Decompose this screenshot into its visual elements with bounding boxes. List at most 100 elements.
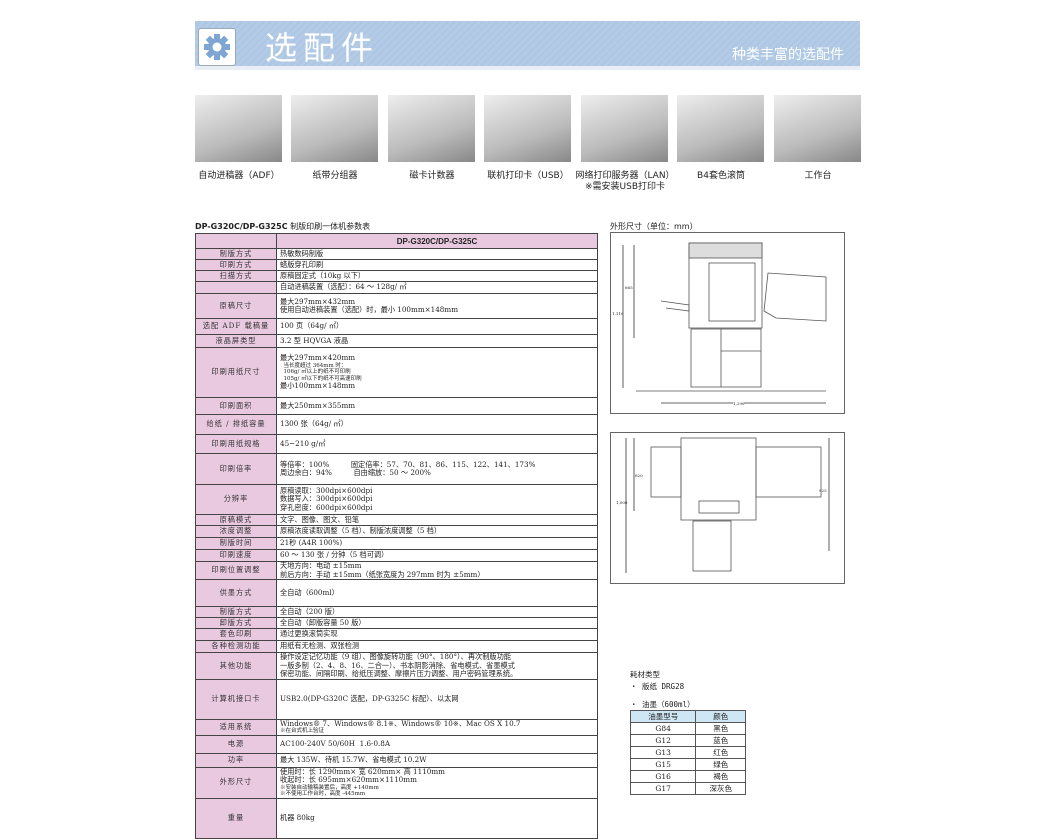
- spec-value-line: 最大250mm×355mm: [280, 400, 356, 410]
- spec-value-line: 当长度超过 364mm 时：: [280, 362, 347, 369]
- spec-value: 机器 80kg: [276, 797, 598, 839]
- ink-color: 黑色: [695, 722, 746, 735]
- accessory-image: [388, 95, 475, 162]
- spec-value: 热敏数码制版: [276, 248, 598, 260]
- spec-label: 电源: [195, 734, 277, 754]
- spec-value: 蜡版穿孔印刷: [276, 259, 598, 271]
- consumables-title: 耗材类型: [630, 670, 660, 679]
- spec-label: 功率: [195, 752, 277, 768]
- spec-value-line: 原稿浓度读取调整（5 档）、制版浓度调整（5 档）: [280, 526, 442, 536]
- spec-label: 分辨率: [195, 484, 277, 515]
- spec-row: 供墨方式全自动（600ml）: [195, 579, 598, 607]
- spec-value-line: 原稿读取：300dpi×600dpi: [280, 485, 373, 495]
- spec-value-line: 106g/ ㎡以上的纸不可印刷: [280, 369, 351, 376]
- spec-value-line: 机器 80kg: [280, 812, 315, 822]
- spec-label: 原稿模式: [195, 514, 277, 526]
- spec-label: 适用系统: [195, 718, 277, 736]
- spec-value-line: 1300 张（64g/ ㎡）: [280, 419, 348, 429]
- spec-value-line: 文字、图像、图文、铅笔: [280, 514, 360, 524]
- ink-color: 红色: [695, 746, 746, 759]
- spec-value-line: 穿孔密度：600dpi×600dpi: [280, 502, 373, 512]
- spec-value: 最大297mm×420mm 当长度超过 364mm 时： 106g/ ㎡以上的纸…: [276, 347, 598, 398]
- ink-model: G15: [629, 758, 697, 771]
- spec-value-line: ※不使用工作台时，高度 -445mm: [280, 791, 366, 797]
- spec-label: 选配 ADF 载稿量: [195, 318, 277, 335]
- spec-value-line: 等倍率：100% 固定倍率：57、70、81、86、115、122、141、17…: [280, 459, 536, 469]
- ink-model: G13: [629, 746, 697, 759]
- spec-value: USB2.0(DP-G320C 选配，DP-G325C 标配）、以太网: [276, 678, 598, 720]
- spec-value-line: Windows® 7、Windows® 8.1※、Windows® 10※、Ma…: [280, 718, 521, 728]
- spec-label: 印刷用纸尺寸: [195, 347, 277, 398]
- spec-label: 浓度调整: [195, 525, 277, 538]
- ink-color: 蓝色: [695, 734, 746, 747]
- spec-value-line: 使用自动进稿装置（选配）时，最小 100mm×148mm: [280, 305, 459, 314]
- spec-value-line: 操作设定记忆功能（9 组）、图像旋转功能（90°、180°）、再次制版功能: [280, 652, 511, 661]
- spec-label: 外形尺寸: [195, 766, 277, 799]
- spec-value-line: ※在台式机上验证: [280, 728, 325, 734]
- spec-value-line: 100 页（64g/ ㎡）: [280, 321, 344, 331]
- accessory-name: 自动进稿器（ADF）: [198, 171, 280, 181]
- spec-label: 套色印刷: [195, 628, 277, 641]
- spec-table: DP-G320C/DP-G325C 制版方式热敏数码制版印刷方式蜡版穿孔印刷扫描…: [195, 233, 598, 839]
- spec-value-line: AC100-240V 50/60H 1.6-0.8A: [280, 738, 391, 748]
- dim-label: 1,000: [616, 500, 628, 505]
- spec-header-blank: [195, 233, 277, 249]
- spec-row: 印刷倍率等倍率：100% 固定倍率：57、70、81、86、115、122、14…: [195, 453, 598, 485]
- accessory-image: [484, 95, 571, 162]
- spec-label: 液晶屏类型: [195, 334, 277, 348]
- dimensions-title: 外形尺寸（单位：mm）: [610, 222, 698, 231]
- accessory-image: [774, 95, 861, 162]
- spec-value-line: 保密功能、间隔印刷、给纸压调整、摩擦片压力调整、用户密码管理系统。: [280, 669, 518, 678]
- spec-value-line: 最大297mm×420mm: [280, 353, 356, 363]
- spec-value: 用纸有无检测、双张检测: [276, 640, 598, 653]
- ink-color: 褐色: [695, 770, 746, 783]
- ink-color: 绿色: [695, 758, 746, 771]
- accessory-label: 网络打印服务器（LAN）※需安装USB打印卡: [570, 171, 680, 193]
- table-caption: DP-G320C/DP-G325C 制版印刷一体机参数表: [195, 221, 370, 232]
- spec-value: 60 ～ 130 张 / 分钟（5 档可调）: [276, 549, 598, 562]
- accessory-name: 工作台: [804, 171, 832, 181]
- section-banner: 选配件 种类丰富的选配件: [195, 21, 860, 70]
- spec-value: AC100-240V 50/60H 1.6-0.8A: [276, 734, 598, 754]
- page-subtitle: 种类丰富的选配件: [732, 47, 844, 63]
- spec-row: 各种检测功能用纸有无检测、双张检测: [195, 640, 598, 653]
- spec-value: 自动进稿装置（选配）：64 ～ 128g/ ㎡: [276, 281, 598, 294]
- spec-value: 100 页（64g/ ㎡）: [276, 318, 598, 335]
- caption-text: 制版印刷一体机参数表: [290, 222, 371, 231]
- spec-value-line: 周边余白：94% 自由缩放：50 ～ 200%: [280, 468, 431, 477]
- spec-row: 扫描方式原稿固定式（10kg 以下）: [195, 270, 598, 282]
- accessory-image: [581, 95, 668, 162]
- accessory-label: 自动进稿器（ADF）: [184, 171, 294, 182]
- spec-row: 自动进稿装置（选配）：64 ～ 128g/ ㎡: [195, 281, 598, 294]
- spec-value: 原稿浓度读取调整（5 档）、制版浓度调整（5 档）: [276, 525, 598, 538]
- spec-value-line: 一版多制（2、4、8、16、二合一）、书本阴影消除、省电模式、省墨模式: [280, 660, 515, 670]
- spec-value-line: 60 ～ 130 张 / 分钟（5 档可调）: [280, 550, 389, 560]
- dim-label: 925: [819, 488, 827, 493]
- accessory-label: 工作台: [763, 171, 873, 182]
- accessory-name: 联机打印卡（USB）: [487, 171, 569, 181]
- spec-value-line: 天地方向：电动 ±15mm: [280, 561, 362, 570]
- gear-icon: [198, 28, 236, 66]
- spec-row: 印刷面积最大250mm×355mm: [195, 397, 598, 415]
- spec-value: 1300 张（64g/ ㎡）: [276, 414, 598, 435]
- spec-row: 套色印刷通过更换滚筒实现: [195, 628, 598, 641]
- accessory-label: 联机打印卡（USB）: [473, 171, 583, 182]
- spec-value: 操作设定记忆功能（9 组）、图像旋转功能（90°、180°）、再次制版功能一版多…: [276, 652, 598, 680]
- spec-label: 扫描方式: [195, 270, 277, 282]
- spec-value-line: 通过更换滚筒实现: [280, 629, 338, 639]
- spec-value-line: USB2.0(DP-G320C 选配，DP-G325C 标配）、以太网: [280, 693, 459, 703]
